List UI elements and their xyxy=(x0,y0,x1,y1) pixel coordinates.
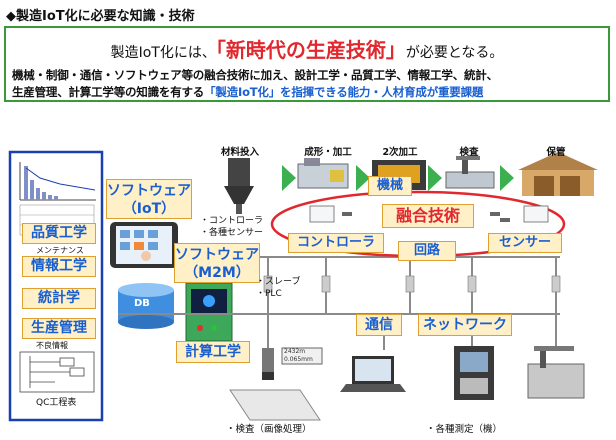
qc-process-chart-label: QC工程表 xyxy=(36,398,77,408)
inspection-cmm xyxy=(445,156,495,189)
process-material-input: 材料投入 xyxy=(220,147,259,158)
image-inspection-label: ・検査（画像処理） xyxy=(226,424,312,435)
fusion-item-circuit: 回路 xyxy=(398,241,456,261)
measure-sub-value: 0.065mm xyxy=(284,356,313,363)
measuring-machine-2 xyxy=(527,346,585,399)
controller-note-1: ・コントローラ xyxy=(200,216,264,226)
tablet-device xyxy=(110,222,178,268)
warehouse xyxy=(518,152,598,196)
camera-inspection xyxy=(229,348,321,421)
skill-statistics: 統計学 xyxy=(22,288,96,309)
pareto-chart xyxy=(19,162,96,201)
m2m-controller xyxy=(185,282,233,342)
network-label: ネットワーク xyxy=(418,314,512,336)
measure-display xyxy=(281,347,323,365)
computational-engineering-label: 計算工学 xyxy=(176,341,250,363)
forming-machine xyxy=(297,158,349,189)
summary-banner: 製造IoT化には、「新時代の生産技術」が必要となる。 機械・制御・通信・ソフトウ… xyxy=(4,26,610,102)
fusion-item-controller: コントローラ xyxy=(288,233,384,253)
controller-note-2: ・各種センサー xyxy=(200,228,264,238)
left-panel-frame xyxy=(8,150,104,422)
database-cylinder xyxy=(118,283,174,329)
db-label: DB xyxy=(134,298,150,309)
qc-flowchart xyxy=(19,351,95,393)
slave-note-1: ・スレーブ xyxy=(256,277,301,287)
banner-line-2: 機械・制御・通信・ソフトウェア等の融合技術に加え、設計工学・品質工学、情報工学、… xyxy=(12,68,498,82)
measuring-machine-1 xyxy=(454,346,494,400)
software-iot-line-1: ソフトウェア xyxy=(107,183,191,199)
page-heading: ◆製造IoT化に必要な知識・技術 xyxy=(6,9,195,24)
software-m2m-line-2: （M2M） xyxy=(184,265,250,281)
banner-line-1-pre: 製造IoT化には、 xyxy=(110,45,216,61)
banner-line-3-highlight: 「製造IoT化」を指揮できる能力・人材育成が重要課題 xyxy=(204,85,484,99)
banner-line-3-pre: 生産管理、計算工学等の知識を有する xyxy=(12,85,205,99)
banner-line-1: 製造IoT化には、「新時代の生産技術」が必要となる。 xyxy=(6,34,608,63)
communication-label: 通信 xyxy=(356,314,402,336)
process-secondary: 2次加工 xyxy=(382,147,418,158)
software-iot-label: ソフトウェア （IoT） xyxy=(106,179,192,219)
fusion-item-sensor: センサー xyxy=(488,233,562,253)
banner-line-3: 生産管理、計算工学等の知識を有する「製造IoT化」を指揮できる能力・人材育成が重… xyxy=(12,84,604,100)
defect-info-label: 不良情報 xyxy=(36,341,68,350)
material-hopper xyxy=(224,158,254,214)
software-m2m-label: ソフトウェア （M2M） xyxy=(174,243,260,283)
maintenance-label: メンテナンス xyxy=(36,246,84,255)
software-m2m-line-1: ソフトウェア xyxy=(175,247,259,263)
fusion-tech-label: 融合技術 xyxy=(382,204,474,228)
skill-quality-engineering: 品質工学 xyxy=(22,223,96,244)
machine-label: 機械 xyxy=(368,176,412,196)
process-forming: 成形・加工 xyxy=(304,147,352,158)
skill-information-engineering: 情報工学 xyxy=(22,256,96,277)
measure-value: 2432m xyxy=(284,348,306,355)
slave-note-2: ・PLC xyxy=(256,289,282,299)
skill-production-management: 生産管理 xyxy=(22,318,96,339)
measurement-label: ・各種測定（機） xyxy=(426,424,503,435)
process-storage: 保管 xyxy=(546,147,566,158)
software-iot-line-2: （IoT） xyxy=(122,201,176,217)
banner-highlight: 「新時代の生産技術」 xyxy=(215,38,406,62)
process-inspection: 検査 xyxy=(459,147,479,158)
banner-line-1-post: が必要となる。 xyxy=(405,45,504,61)
laptop xyxy=(340,356,406,392)
